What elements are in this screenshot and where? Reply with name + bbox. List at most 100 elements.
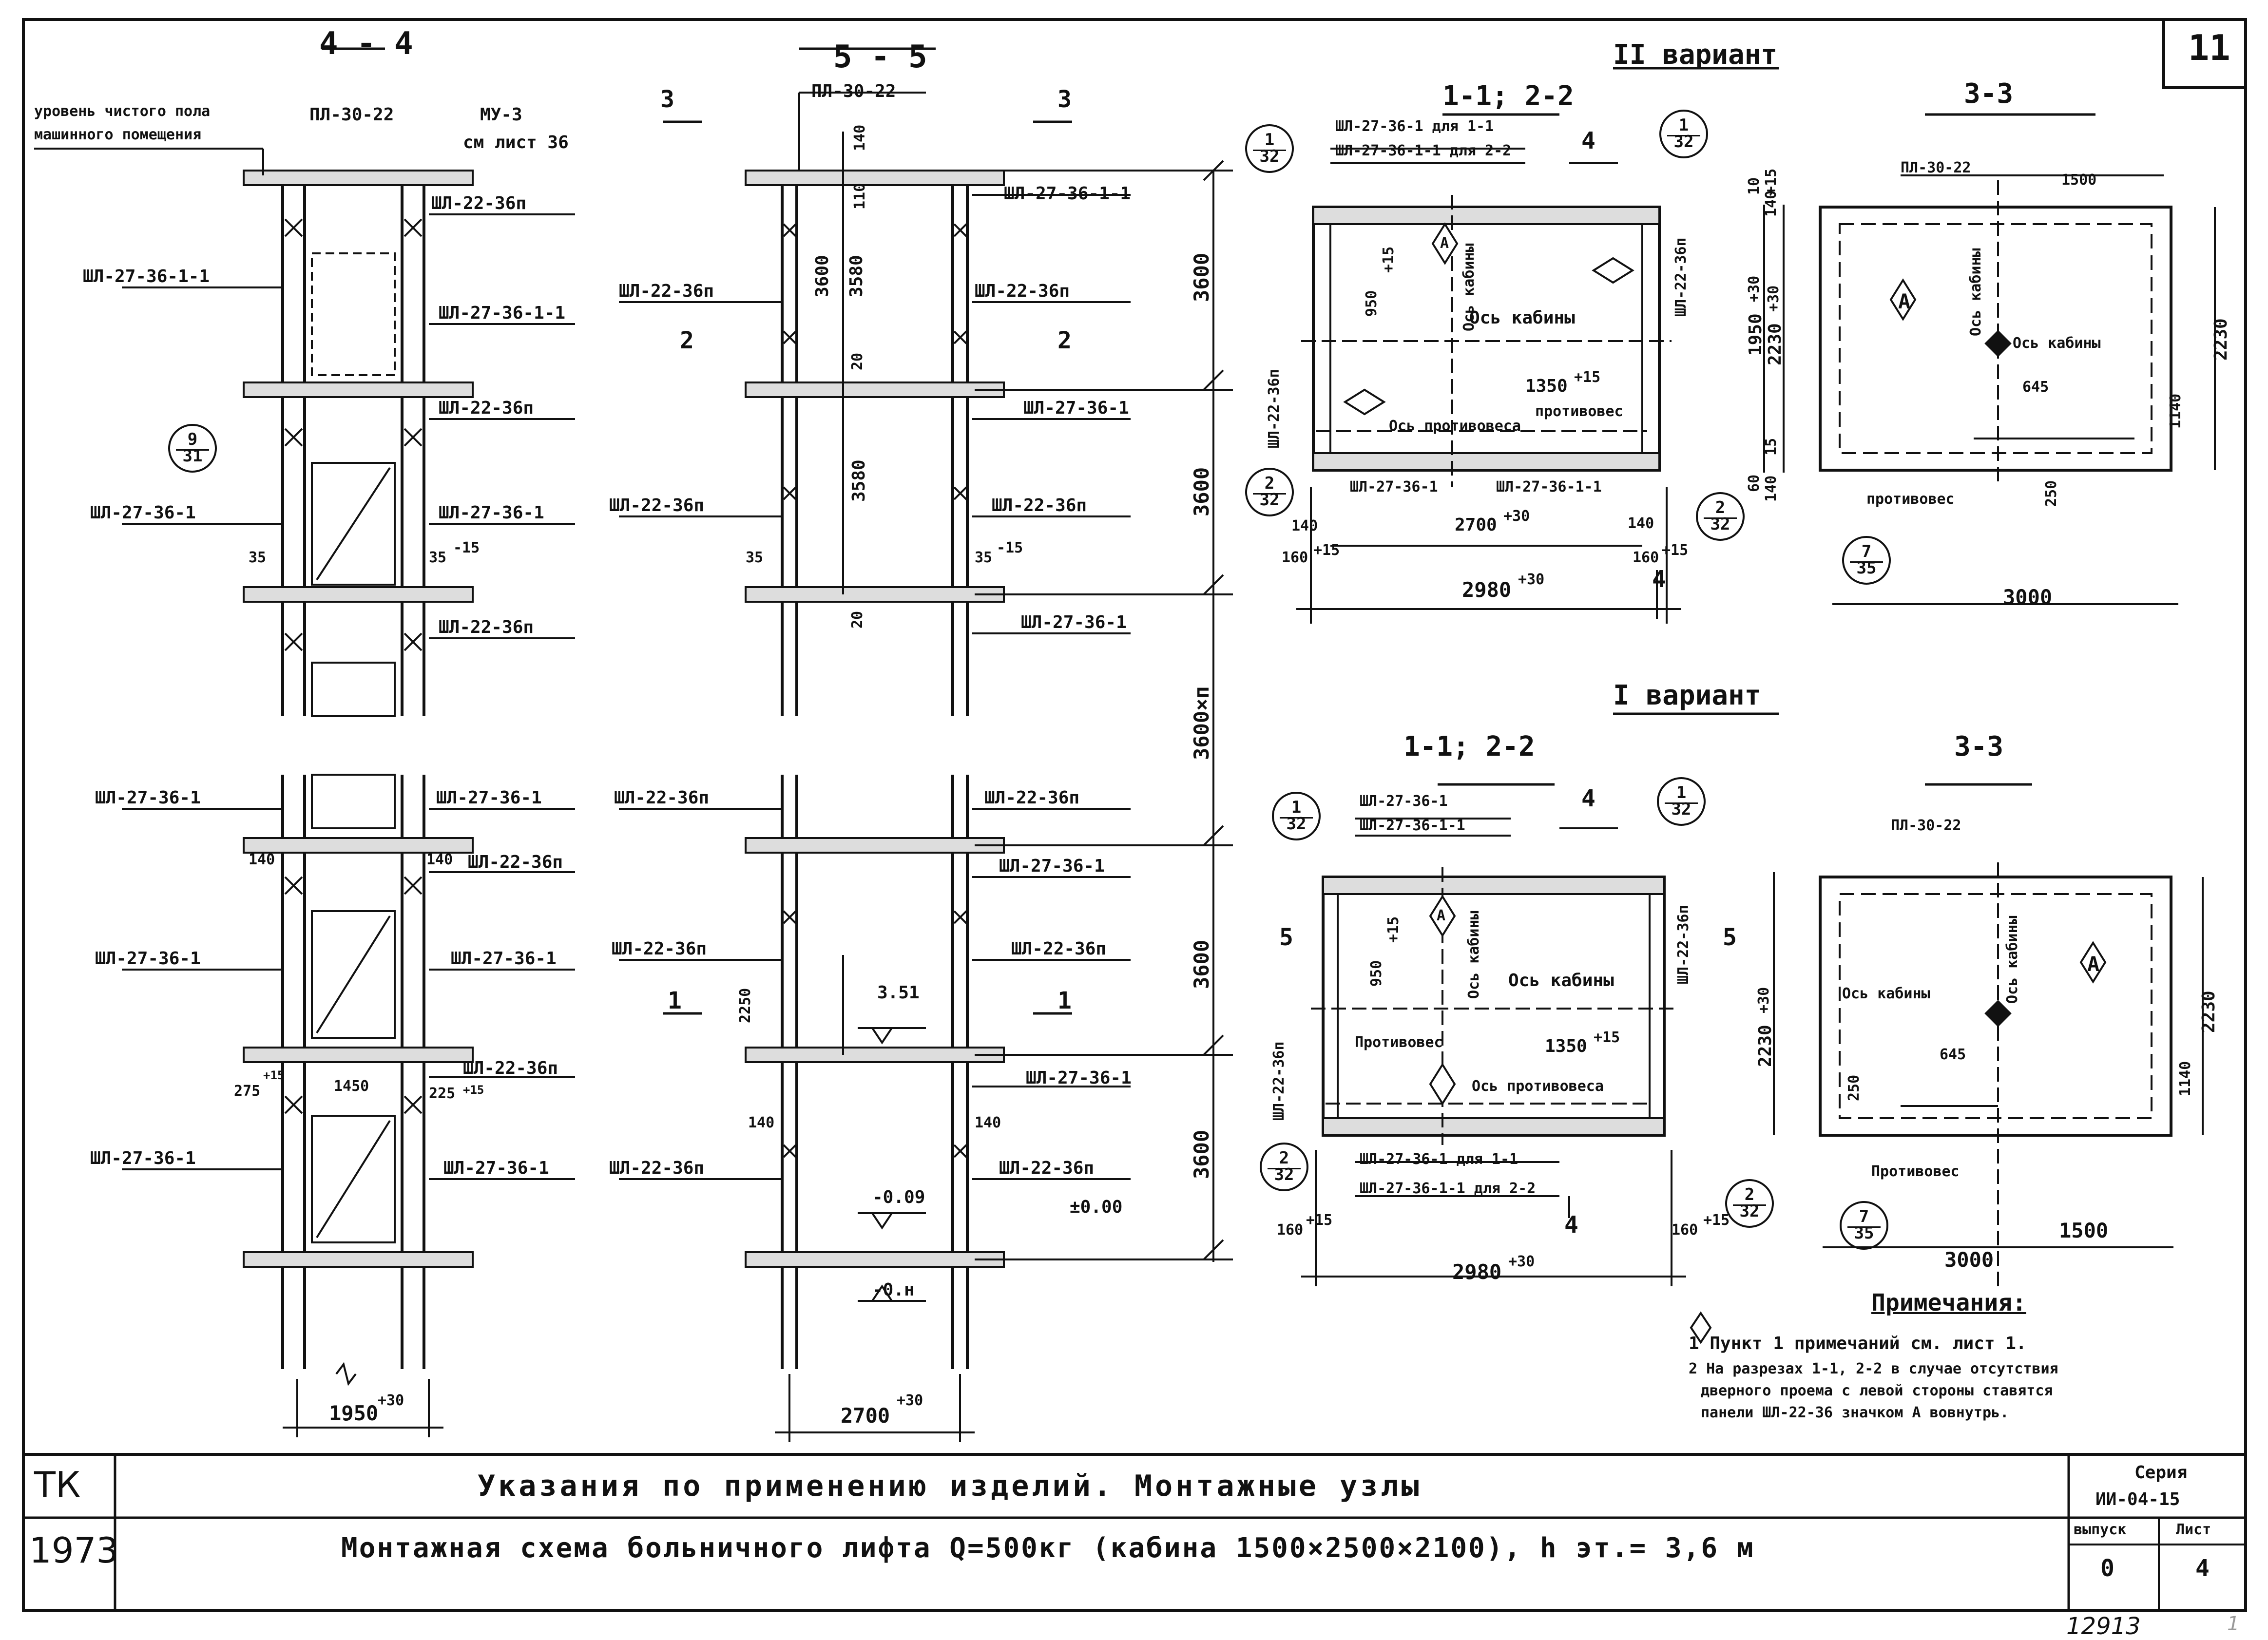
v1-cut-5-left: 5 <box>1279 924 1293 951</box>
label-4-4-l2: ШЛ-27-36-1 <box>90 503 196 523</box>
label-4-4-r6: ШЛ-27-36-1 <box>436 788 542 808</box>
v1-d2230: 2230 <box>1755 1025 1775 1067</box>
v1-s33-cw: Противовес <box>1871 1163 1960 1180</box>
dim-4-4-35a: 35 <box>249 549 267 566</box>
dim-4-4-1450: 1450 <box>334 1078 369 1095</box>
v2-d140w: 140 <box>1763 475 1780 502</box>
level-zero: ±0.00 <box>1070 1197 1123 1217</box>
dim-5-5-2250: 2250 <box>737 988 754 1023</box>
v2-s33-pl: ПЛ-30-22 <box>1901 159 1971 176</box>
label-5-5-r3: ШЛ-27-36-1 <box>1023 398 1129 418</box>
dim-4-4-225-sup: +15 <box>463 1083 484 1097</box>
variant-1-sec-33: 3-3 <box>1954 731 2004 763</box>
v1-wall-right: ШЛ-22-36п <box>1675 905 1692 984</box>
v1-d160a: 160 <box>1277 1221 1304 1239</box>
label-4-4-r7: ШЛ-22-36п <box>468 852 563 872</box>
v2-cut-4-bot: 4 <box>1652 566 1666 593</box>
v1-d950: 950 <box>1368 960 1385 987</box>
v2-s33-cw: противовес <box>1866 491 1955 508</box>
v1-axis-cw: Ось противовеса <box>1472 1078 1604 1095</box>
corner-mark: 1 <box>2227 1613 2240 1635</box>
v2-s33-d2230: 2230 <box>2211 318 2231 361</box>
v2-s33-a: А <box>1898 289 1911 313</box>
v2-wall-left: ШЛ-22-36п <box>1266 369 1283 448</box>
v1-s33-pl: ПЛ-30-22 <box>1891 817 1961 834</box>
dim-right-3600-5: 3600 <box>1190 1129 1213 1179</box>
label-5-5-r4: ШЛ-22-36п <box>992 496 1087 515</box>
title-block-line1: Указания по применению изделий. Монтажны… <box>478 1469 1422 1503</box>
v1-top-label-1: ШЛ-27-36-1 <box>1360 793 1448 810</box>
dim-right-3600n: 3600×п <box>1190 686 1213 760</box>
variant-1-linework <box>1301 712 2204 1291</box>
label-5-5-r1: ШЛ-27-36-1-1 <box>1004 184 1131 204</box>
variant-2-sec-33: 3-3 <box>1964 78 2014 110</box>
v2-top-label-1: ШЛ-27-36-1 для 1-1 <box>1335 118 1494 135</box>
variant-1-title: I вариант <box>1613 680 1761 711</box>
label-5-5-r7: ШЛ-27-36-1 <box>999 856 1105 876</box>
v2-d2230s: +30 <box>1765 285 1782 312</box>
title-block-tk: ТК <box>34 1464 81 1505</box>
v1-s33-d645: 645 <box>1940 1046 1966 1063</box>
v2-s33-axis-vert: Ось кабины <box>1967 248 1984 336</box>
cut-1-left: 1 <box>668 987 682 1014</box>
v2-wall-right: ШЛ-22-36п <box>1672 237 1690 317</box>
label-5-5-r6: ШЛ-22-36п <box>984 788 1080 808</box>
variant-1-sec-11: 1-1; 2-2 <box>1403 731 1535 763</box>
v2-d950s: +15 <box>1380 246 1397 273</box>
v2-d60: 60 <box>1746 474 1763 492</box>
floor-level-note: уровень чистого пола машинного помещения <box>34 103 211 143</box>
v1-s33-axis-vert: Ось кабины <box>2004 915 2021 1004</box>
v2-d160bs: +15 <box>1662 542 1689 559</box>
dim-5-5-20b: 20 <box>849 610 866 629</box>
note-2a: 2 На разрезах 1-1, 2-2 в случае отсутств… <box>1689 1360 2058 1377</box>
dim-5-5-2700-sup: +30 <box>897 1392 923 1409</box>
title-block-series-label: Серия <box>2134 1463 2188 1483</box>
dim-5-5-35b: 35 <box>975 549 993 566</box>
v1-cut-4-bot: 4 <box>1564 1211 1578 1239</box>
cut-2-right: 2 <box>1057 327 1072 354</box>
dim-5-5-35a: 35 <box>746 549 764 566</box>
v2-cut-4-top: 4 <box>1581 127 1595 154</box>
v1-s33-a: А <box>2087 952 2100 976</box>
label-4-4-l1: ШЛ-27-36-1-1 <box>83 267 210 286</box>
v1-s33-d1500: 1500 <box>2059 1219 2109 1242</box>
v2-d1950s: +30 <box>1746 275 1763 302</box>
label-5-5-r9: ШЛ-27-36-1 <box>1026 1068 1132 1088</box>
v2-d140a: 140 <box>1291 517 1318 534</box>
dim-5-5-2700: 2700 <box>841 1404 890 1428</box>
level-3-51: 3.51 <box>877 983 920 1003</box>
v2-d15: 15 <box>1763 438 1780 456</box>
cut-3-right: 3 <box>1057 86 1072 113</box>
cut-1-right: 1 <box>1057 987 1072 1014</box>
label-5-5-l1: ШЛ-22-36п <box>619 281 714 301</box>
v1-d160as: +15 <box>1306 1212 1333 1229</box>
a-mark-2: А <box>1437 907 1446 924</box>
dim-5-5-3600: 3600 <box>812 255 832 297</box>
dim-4-4-140a: 140 <box>249 851 275 868</box>
title-block-issue-label: выпуск <box>2074 1521 2127 1538</box>
label-4-4-pl-top: ПЛ-30-22 <box>309 105 394 125</box>
v1-axis-cab-vert: Ось кабины <box>1465 911 1482 999</box>
v2-d2700: 2700 <box>1455 515 1497 535</box>
dim-5-5-3580a: 3580 <box>846 255 866 297</box>
sheet-number: 11 <box>2188 27 2230 68</box>
dim-4-4-1950-sup: +30 <box>378 1392 404 1409</box>
variant-2-sec-11: 1-1; 2-2 <box>1442 80 1574 112</box>
dim-4-4-225: 225 <box>429 1085 456 1102</box>
a-marks <box>1343 222 2107 1344</box>
v1-s33-d2230: 2230 <box>2199 991 2219 1033</box>
label-5-5-l3: ШЛ-22-36п <box>614 788 710 808</box>
dim-4-4-1950: 1950 <box>329 1401 379 1425</box>
variant-2-linework <box>1296 67 2216 624</box>
section-4-4-title: 4 - 4 <box>319 26 413 62</box>
label-4-4-r4: ШЛ-27-36-1 <box>439 503 544 523</box>
